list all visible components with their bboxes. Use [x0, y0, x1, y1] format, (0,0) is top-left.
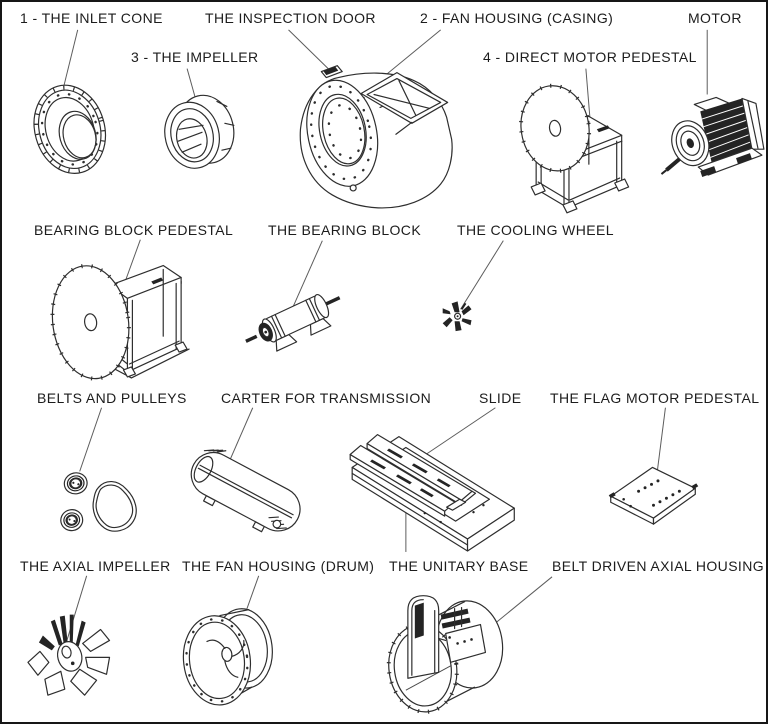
- belt-driven-axial-housing-drawing: [386, 595, 504, 714]
- flag-motor-pedestal-drawing: [608, 466, 699, 525]
- label-bearing-block-pedestal: BEARING BLOCK PEDESTAL: [34, 222, 234, 238]
- label-inlet-cone: 1 - THE INLET CONE: [20, 10, 163, 26]
- slide-rails: [349, 434, 477, 517]
- label-slide: SLIDE: [479, 390, 522, 406]
- label-unitary-base: THE UNITARY BASE: [389, 558, 529, 574]
- fan-housing-casing-drawing: [299, 65, 453, 209]
- label-carter-for-transmission: CARTER FOR TRANSMISSION: [221, 390, 432, 406]
- label-fan-housing-drum: THE FAN HOUSING (DRUM): [182, 558, 375, 574]
- label-impeller: 3 - THE IMPELLER: [131, 49, 259, 65]
- bearing-block-drawing: [245, 293, 341, 352]
- label-motor: MOTOR: [688, 10, 742, 26]
- label-direct-motor-pedestal: 4 - DIRECT MOTOR PEDESTAL: [483, 49, 697, 65]
- fan-housing-drum-drawing: [182, 608, 273, 706]
- direct-motor-pedestal-drawing: [519, 83, 630, 214]
- label-axial-impeller: THE AXIAL IMPELLER: [20, 558, 171, 574]
- belts-and-pulleys-drawing: [60, 472, 137, 532]
- inspection-door-drawing: [320, 65, 343, 79]
- label-fan-housing-casing: 2 - FAN HOUSING (CASING): [420, 10, 614, 26]
- label-bearing-block: THE BEARING BLOCK: [268, 222, 422, 238]
- cooling-wheel-drawing: [442, 301, 472, 332]
- axial-impeller-drawing: [27, 614, 111, 696]
- label-belts-and-pulleys: BELTS AND PULLEYS: [37, 390, 187, 406]
- label-cooling-wheel: THE COOLING WHEEL: [457, 222, 614, 238]
- motor-drawing: [660, 96, 765, 178]
- label-inspection-door: THE INSPECTION DOOR: [205, 10, 376, 26]
- slide-and-unitary-base-drawing: [349, 434, 515, 552]
- bearing-block-pedestal-drawing: [50, 263, 190, 381]
- carter-for-transmission-drawing: [190, 449, 301, 533]
- impeller-drawing: [164, 94, 235, 169]
- label-flag-motor-pedestal: THE FLAG MOTOR PEDESTAL: [550, 390, 760, 406]
- label-belt-driven-axial-housing: BELT DRIVEN AXIAL HOUSING: [552, 558, 765, 574]
- inlet-cone-drawing: [33, 84, 107, 174]
